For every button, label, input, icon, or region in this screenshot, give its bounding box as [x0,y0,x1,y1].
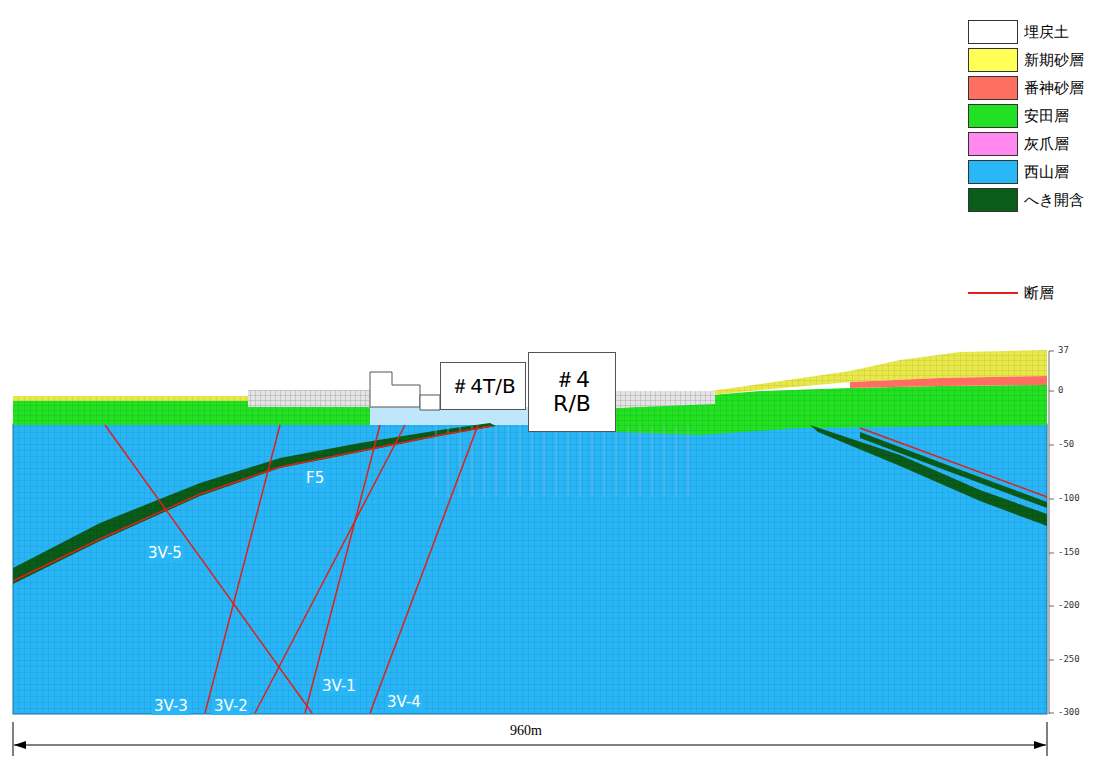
fault-line [860,428,1047,497]
legend-swatch [968,160,1018,184]
legend-swatch [968,76,1018,100]
legend-swatch [968,20,1018,44]
fault-line [105,425,312,713]
cleavage-band [13,423,496,584]
pile [460,426,461,497]
building-outline [370,372,420,407]
nishiyama-layer [13,424,1047,714]
fault-name: F5 [304,470,326,487]
building-box: ＃4T/B [440,362,526,410]
pile [472,426,473,497]
fault-name: 3V-1 [320,678,358,695]
pile [688,426,689,497]
legend-text: 新期砂層 [1024,49,1084,71]
axis-tick [1049,445,1054,446]
legend-text: 西山層 [1024,161,1069,183]
banjin-sand-layer [850,376,1047,388]
legend-text: 安田層 [1024,105,1069,127]
dimension-label: 960m [508,723,544,739]
legend-text: 断層 [1024,282,1054,304]
fault-line [13,426,492,581]
dimension-line [14,745,1046,746]
cleavage-band [860,432,1047,508]
depth-axis [1049,351,1054,714]
fault-line [370,425,478,713]
fault-line [255,425,405,713]
legend-swatch [968,132,1018,156]
axis-ticks [1049,351,1054,713]
legend-line [968,292,1018,294]
legend-swatch [968,104,1018,128]
building-box: ＃4 R/B [528,352,616,432]
axis-tick [1049,606,1054,607]
axis-tick [1049,391,1054,392]
arrow-head [14,741,26,749]
axis-label: -150 [1058,547,1080,557]
pile [568,426,569,497]
backfill [248,390,370,407]
arrow-head [1034,741,1046,749]
pile [664,426,665,497]
axis-tick [1049,351,1054,352]
pile [532,426,533,497]
axis-label: -100 [1058,493,1080,503]
legend-text: 埋戻土 [1024,21,1069,43]
axis-tick [1049,660,1054,661]
pile [580,426,581,497]
legend-text: 番神砂層 [1024,77,1084,99]
buildings [370,372,440,410]
axis-label: -300 [1058,707,1080,717]
pile [448,426,449,497]
new-sand-layer [13,393,280,401]
pile [496,426,497,497]
dimension-extension [13,722,14,756]
pile [520,426,521,497]
pile [616,426,617,497]
building-outline [420,395,440,410]
fault-line [205,425,280,713]
fault-name: 3V-2 [212,698,250,715]
dimension [13,722,1047,756]
pile [652,426,653,497]
legend-swatch [968,188,1018,212]
pile [508,426,509,497]
fault-name: 3V-4 [385,694,423,711]
pile [592,426,593,497]
dimension-extension [1047,722,1048,756]
faults [13,425,1047,713]
fault-line [305,425,380,713]
pile [436,426,437,497]
axis-label: -50 [1058,439,1074,449]
pile [556,426,557,497]
axis-tick [1049,499,1054,500]
axis-label: -200 [1058,600,1080,610]
legend-text: へき開含 [1024,189,1084,211]
fault-name: 3V-5 [146,545,184,562]
pile [544,426,545,497]
axis-label: 0 [1058,385,1063,395]
pile [640,426,641,497]
cleavage-band [810,425,1047,526]
pile [628,426,629,497]
anda-layer [615,385,1047,435]
backfill [615,391,715,408]
building-name: ＃4T/B [450,375,515,397]
axis-tick [1049,713,1054,714]
pile [676,426,677,497]
legend-text: 灰爪層 [1024,133,1069,155]
new-sand-layer [615,350,1047,408]
pile [604,426,605,497]
pile [484,426,485,497]
axis-label: -250 [1058,654,1080,664]
fault-name: 3V-3 [152,698,190,715]
legend-swatch [968,48,1018,72]
strata [13,350,1047,714]
axis-tick [1049,553,1054,554]
axis-line [1049,351,1050,714]
axis-label: 37 [1058,345,1069,355]
building-name: ＃4 R/B [538,368,606,416]
